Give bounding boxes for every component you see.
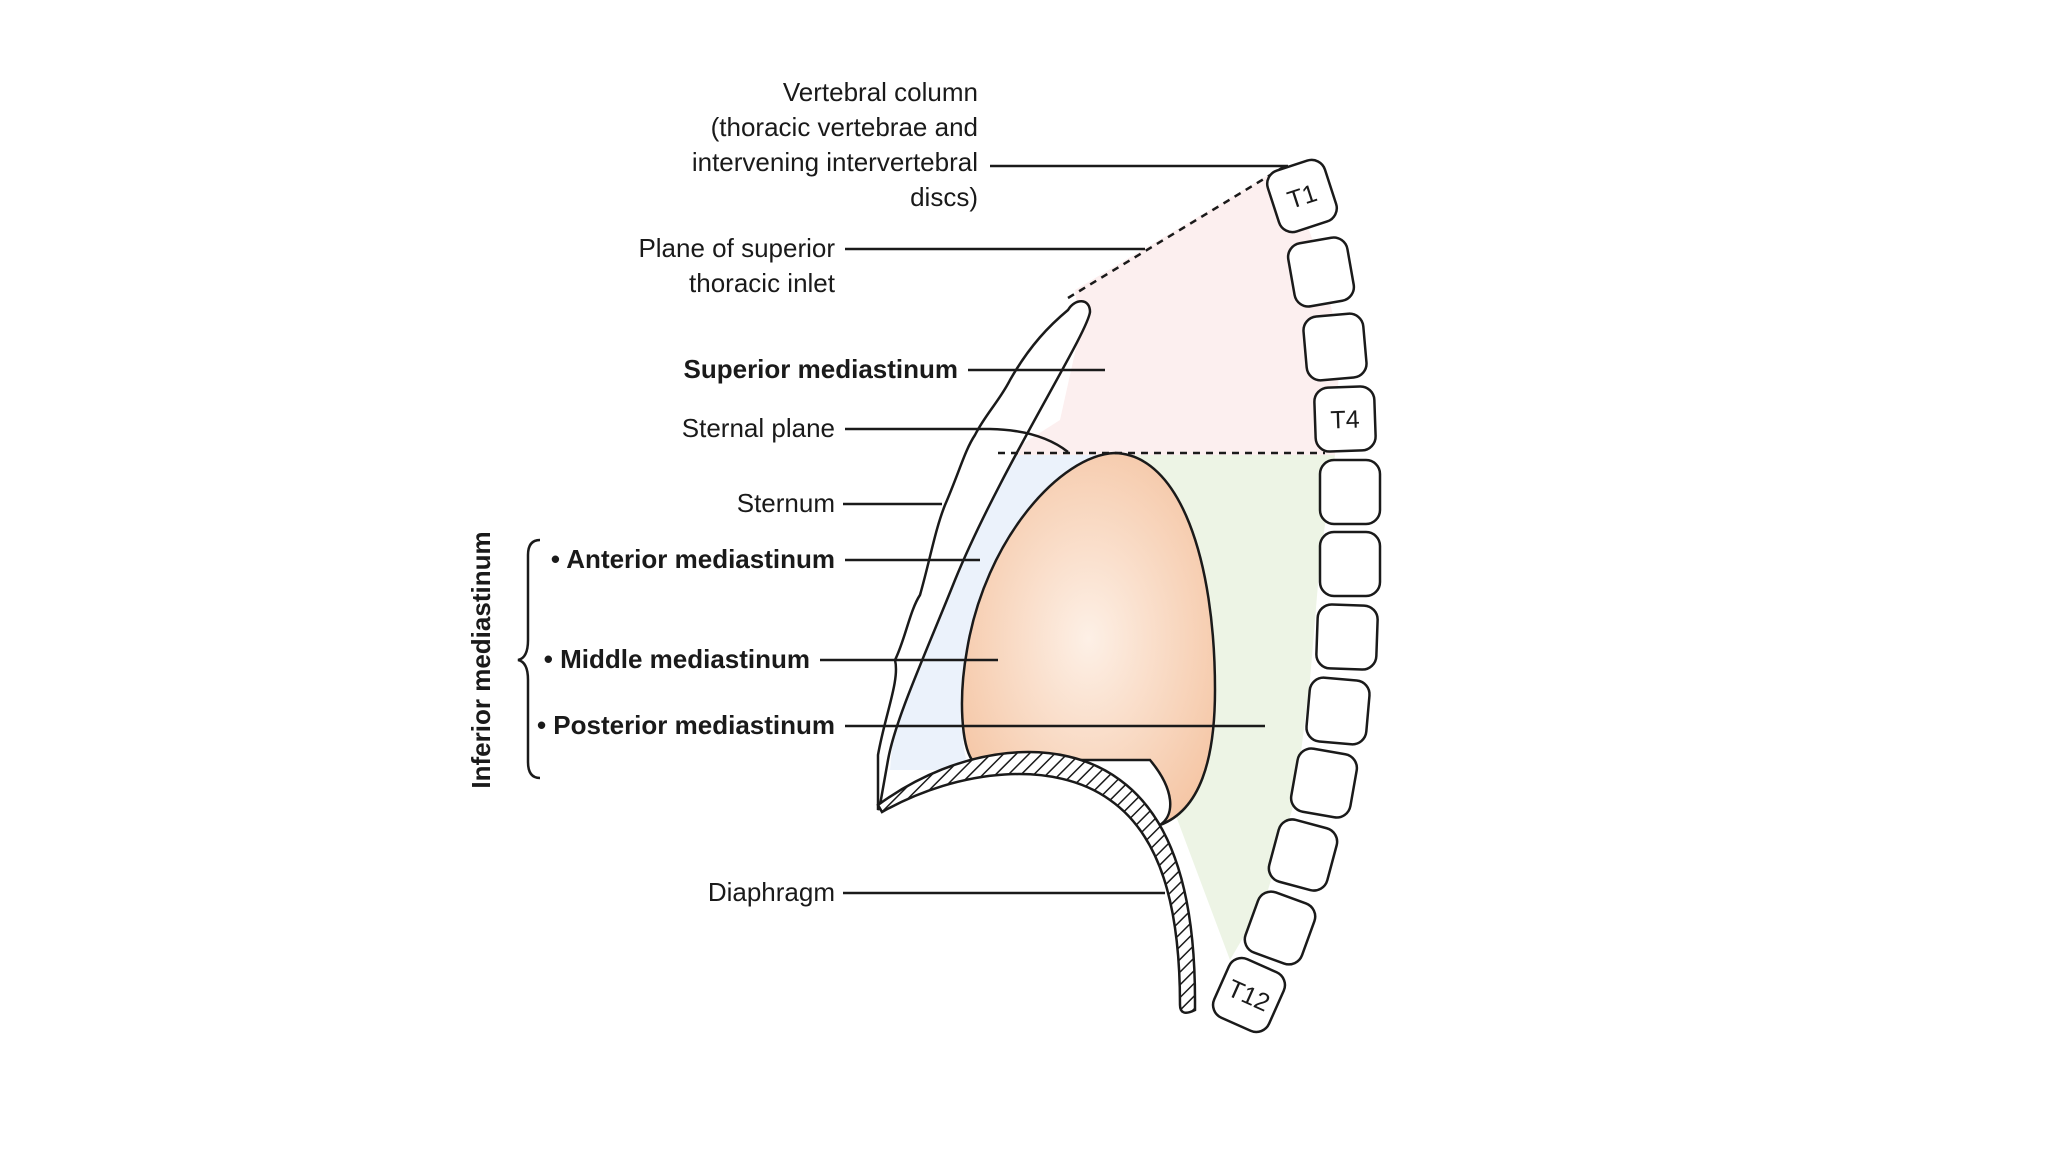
- vertebra-label: T4: [1330, 405, 1360, 434]
- leader-sternal-plane: [845, 427, 1069, 453]
- vertebra: [1286, 236, 1356, 308]
- inferior-mediastinum-label: Inferior mediastinum: [466, 531, 496, 788]
- inferior-mediastinum-brace: [517, 538, 541, 780]
- superior-mediastinum-region: [1005, 165, 1340, 455]
- vertebra: [1305, 676, 1371, 746]
- vertebra: [1243, 890, 1317, 966]
- diaphragm-label: Diaphragm: [708, 877, 835, 907]
- middle-mediastinum-label: • Middle mediastinum: [544, 644, 810, 674]
- vertebra: [1318, 530, 1382, 598]
- vertebra: [1302, 312, 1368, 382]
- sternum-shape: [876, 300, 1092, 811]
- vertebral-column-line-1: Vertebral column: [783, 77, 978, 107]
- anterior-mediastinum-label: • Anterior mediastinum: [551, 544, 835, 574]
- sternal-plane-label: Sternal plane: [682, 413, 835, 443]
- plane-superior-line-2: thoracic inlet: [689, 268, 836, 298]
- posterior-mediastinum-label: • Posterior mediastinum: [537, 710, 835, 740]
- vertebral-column-line-3: intervening intervertebral: [692, 147, 978, 177]
- vertebra: [1318, 458, 1382, 526]
- plane-superior-label: Plane of superior thoracic inlet: [638, 233, 835, 298]
- vertebral-column-line-4: discs): [910, 182, 978, 212]
- vertebra: [1315, 603, 1379, 671]
- vertebral-column-label: Vertebral column (thoracic vertebrae and…: [692, 77, 978, 212]
- vertebra-t12: T12: [1211, 956, 1287, 1034]
- diaphragm-shape: [876, 750, 1197, 1014]
- vertebra-t1: T1: [1265, 158, 1339, 234]
- vertebra-t4: T4: [1313, 385, 1377, 453]
- superior-thoracic-inlet-plane: [1067, 161, 1291, 300]
- vertebral-column: T1 T4: [1211, 158, 1382, 1034]
- heart-shape: [960, 451, 1217, 827]
- vertebra: [1267, 818, 1339, 892]
- anterior-mediastinum-region: [890, 455, 1110, 770]
- superior-mediastinum-label: Superior mediastinum: [684, 354, 959, 384]
- plane-superior-line-1: Plane of superior: [638, 233, 835, 263]
- vertebra: [1289, 747, 1359, 819]
- sternum-label: Sternum: [737, 488, 835, 518]
- vertebral-column-line-2: (thoracic vertebrae and: [711, 112, 978, 142]
